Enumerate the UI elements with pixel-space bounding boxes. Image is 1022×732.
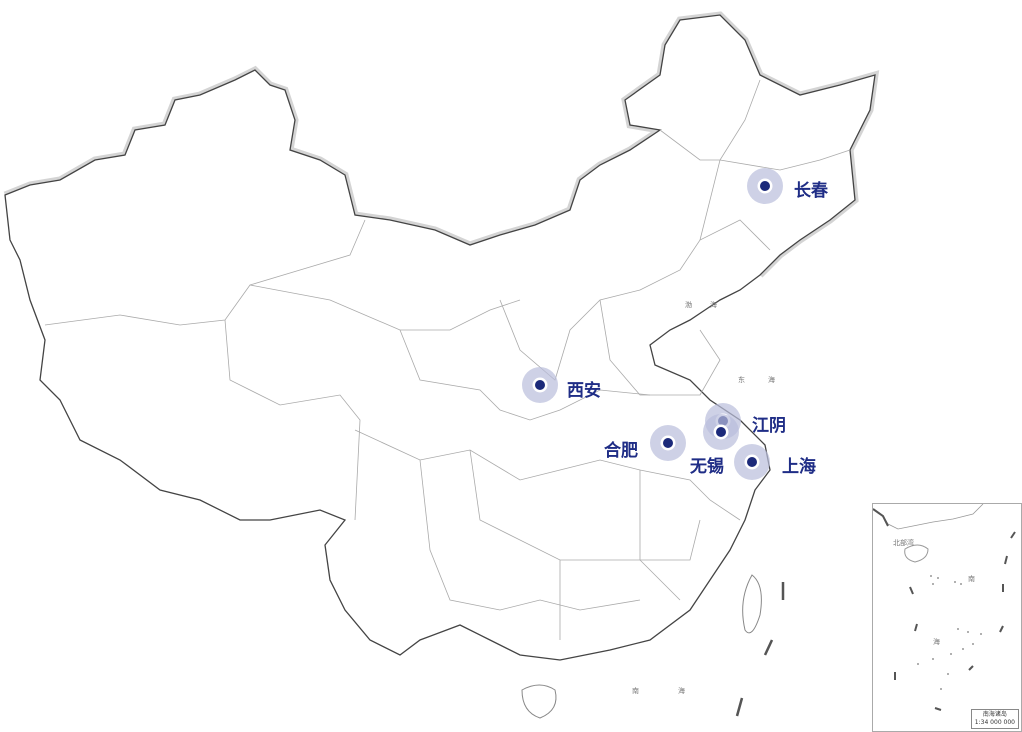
sea-label: 海 [768, 376, 775, 384]
city-marker-hefei[interactable] [663, 438, 673, 448]
hainan-island [521, 684, 557, 719]
sea-label: 海 [933, 638, 940, 646]
city-label-shanghai: 上海 [782, 457, 816, 477]
province-borders [44, 79, 851, 640]
gulf-label: 北部湾 [893, 539, 914, 547]
country-outline [4, 14, 876, 661]
south-china-sea-inset: 北部湾 南 海 南海诸岛 1:34 000 000 [872, 503, 1022, 732]
inset-caption: 南海诸岛 1:34 000 000 [970, 709, 1019, 729]
city-label-changchun: 长春 [794, 181, 828, 201]
sea-label: 海 [710, 301, 717, 309]
city-label-jiangyin: 江阴 [752, 416, 786, 436]
sea-label: 海 [678, 687, 685, 695]
dashed-boundary [735, 582, 785, 717]
city-label-wuxi: 无锡 [690, 457, 724, 477]
sea-label: 南 [968, 575, 975, 583]
city-markers [522, 168, 783, 480]
city-marker-xian[interactable] [535, 380, 545, 390]
inset-svg [873, 504, 1016, 711]
inset-scale: 1:34 000 000 [974, 719, 1015, 726]
city-marker-changchun[interactable] [760, 181, 770, 191]
city-label-hefei: 合肥 [604, 441, 638, 461]
sea-label: 南 [632, 687, 639, 695]
city-label-xian: 西安 [567, 381, 601, 401]
city-marker-wuxi[interactable] [716, 427, 726, 437]
sea-label: 渤 [685, 301, 692, 309]
city-marker-shanghai[interactable] [747, 457, 757, 467]
inset-title: 南海诸岛 [982, 711, 1007, 718]
sea-label: 东 [738, 376, 745, 384]
taiwan-island [742, 574, 762, 634]
